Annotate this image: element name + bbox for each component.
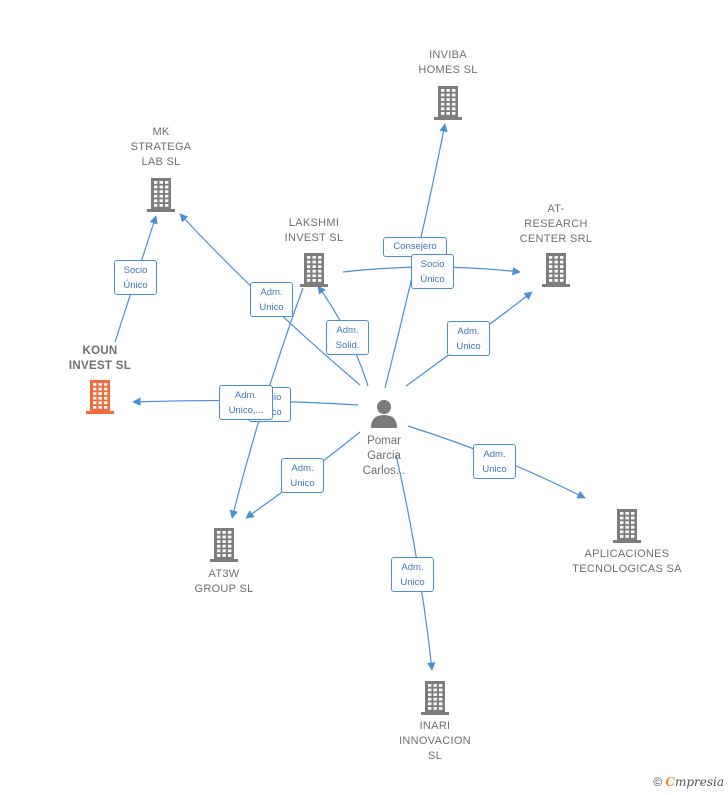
building-icon	[300, 253, 328, 287]
building-icon	[86, 380, 114, 414]
brand-logo-initial: C	[665, 775, 675, 789]
company-name: LAKSHMI INVEST SL	[284, 217, 344, 244]
person-name: Pomar Garcia Carlos...	[362, 435, 406, 477]
building-icon	[613, 509, 641, 543]
brand-logo-text: mpresia	[674, 775, 724, 789]
edge-label-adm-solid[interactable]: Adm. Solid.	[326, 320, 369, 355]
edge-label-socio-unico-koun-mk[interactable]: Socio Único	[114, 260, 157, 295]
building-icon	[542, 253, 570, 287]
company-name: INVIBA HOMES SL	[418, 49, 478, 76]
company-name: MK STRATEGA LAB SL	[130, 126, 192, 168]
person-icon	[371, 400, 397, 428]
copyright-icon: ©	[653, 775, 663, 789]
footer-brand: © Cmpresia	[653, 775, 724, 789]
brand-logo: Cmpresia	[665, 775, 724, 789]
building-icon	[210, 528, 238, 562]
edge-label-adm-unico-person-aplicaciones[interactable]: Adm. Unico	[473, 444, 516, 479]
company-name: KOUN INVEST SL	[68, 345, 132, 372]
building-icon	[434, 86, 462, 120]
company-name: AT- RESEARCH CENTER SRL	[519, 203, 593, 245]
company-name: INARI INNOVACION SL	[399, 720, 471, 762]
building-icon	[147, 178, 175, 212]
building-icon	[421, 681, 449, 715]
edge-label-adm-unico-person-at3w[interactable]: Adm. Unico	[281, 458, 324, 493]
company-name: AT3W GROUP SL	[194, 568, 254, 595]
edge-label-adm-unico-person-koun[interactable]: Adm. Unico,...	[219, 385, 273, 420]
edge-label-adm-unico-person-inari[interactable]: Adm. Unico	[391, 557, 434, 592]
edge-label-socio-unico-lakshmi-atresearch[interactable]: Socio Único	[411, 254, 454, 289]
edge-label-adm-unico-person-mk[interactable]: Adm. Unico	[250, 282, 293, 317]
edge-label-adm-unico-person-atresearch[interactable]: Adm. Unico	[447, 321, 490, 356]
company-name: APLICACIONES TECNOLOGICAS SA	[572, 548, 682, 575]
